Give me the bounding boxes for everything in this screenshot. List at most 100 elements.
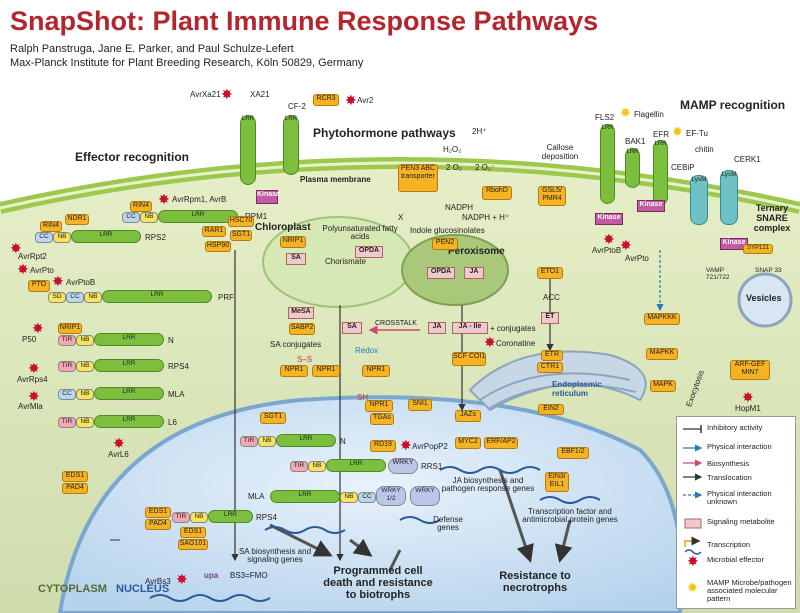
- rps4-nb: NB: [76, 361, 94, 372]
- box-ja-per: JA: [464, 267, 484, 279]
- box-jaile: JA - Ile: [452, 322, 488, 334]
- mamp-star: ✹: [620, 105, 631, 120]
- box-mapkk: MAPKK: [646, 348, 678, 360]
- label-ternary: Ternary SNARE complex: [753, 203, 791, 233]
- box-etr: ETR: [541, 350, 563, 361]
- label-chitin: chitin: [695, 145, 714, 154]
- effector-star: ✸: [10, 240, 22, 256]
- label-mla: MLA: [168, 390, 185, 399]
- cf2-lrr: LRR: [283, 115, 299, 175]
- label-upa: upa: [204, 571, 219, 580]
- section-phytohormone: Phytohormone pathways: [313, 126, 456, 140]
- label-efr: EFR: [653, 130, 669, 139]
- label-avrmla: AvrMla: [18, 402, 43, 411]
- efr-kinase: Kinase: [637, 200, 665, 212]
- label-vamp: VAMP 721/722: [706, 267, 730, 281]
- label-nadph: NADPH: [445, 203, 474, 212]
- fls2-kinase: Kinase: [595, 213, 623, 225]
- peroxisome: [401, 234, 509, 306]
- rps2-nb: NB: [53, 232, 71, 243]
- label-avrl6: AvrL6: [108, 450, 129, 459]
- label-avrrpt2: AvrRpt2: [18, 252, 47, 261]
- label-cebip: CEBiP: [671, 163, 695, 172]
- label-chloroplast: Chloroplast: [255, 222, 311, 233]
- label-x: X: [398, 213, 404, 222]
- label-xa21: XA21: [250, 90, 270, 99]
- rps4-nuc-lrr: LRR: [208, 510, 253, 523]
- legend-inhibitory: Inhibitory activity: [707, 423, 763, 432]
- prf-sd: SD: [48, 292, 66, 303]
- box-sni1: SNI1: [408, 399, 432, 411]
- effector-star: ✸: [484, 334, 496, 350]
- mla-nuc-lrr: LRR: [270, 490, 340, 503]
- box-sag101: SAG101: [178, 539, 208, 550]
- box-tgas: TGAs: [370, 413, 394, 425]
- label-mla-nuc: MLA: [248, 492, 265, 501]
- label-rps2: RPS2: [145, 233, 166, 242]
- label-p50: P50: [22, 335, 37, 344]
- label-nuc-n: N: [340, 437, 346, 446]
- efr-lrr: LRR: [653, 140, 668, 205]
- rrs1-wrky: WRKY: [388, 458, 418, 474]
- label-coi1: COI1: [468, 353, 486, 360]
- box-syp121: SYP121: [743, 244, 773, 254]
- nuc-n-nb: NB: [258, 436, 276, 447]
- legend-transcription: Transcription: [707, 540, 751, 549]
- label-nucleus: NUCLEUS: [116, 583, 170, 595]
- section-effector-recognition: Effector recognition: [75, 150, 190, 164]
- box-pad4-cyt: PAD4: [62, 483, 88, 494]
- mla-lrr: LRR: [94, 387, 164, 400]
- mla-nuc-nb: NB: [340, 492, 358, 503]
- label-avrxa21: AvrXa21: [190, 90, 221, 99]
- legend-symbols: [683, 425, 703, 555]
- legend-unknown: Physical interaction unknown: [707, 489, 772, 506]
- label-rps4: RPS4: [168, 362, 189, 371]
- label-eftu: EF-Tu: [686, 129, 708, 138]
- affiliation: Max-Planck Institute for Plant Breeding …: [10, 57, 364, 69]
- label-plasma-membrane: Plasma membrane: [300, 175, 371, 184]
- prf-lrr: LRR: [102, 290, 212, 303]
- box-hsp90: HSP90: [205, 241, 231, 252]
- label-fls2: FLS2: [595, 113, 615, 122]
- legend-biosynthesis: Biosynthesis: [707, 459, 750, 468]
- l6-lrr: LRR: [94, 415, 164, 428]
- box-scf-coi1: SCF COI1: [452, 352, 486, 366]
- section-mamp: MAMP recognition: [680, 98, 786, 112]
- box-ndr1: NDR1: [65, 214, 89, 225]
- box-eto1: ETO1: [537, 267, 563, 279]
- legend-mamp: MAMP Microbe/pathogen associated molecul…: [707, 578, 792, 603]
- label-redox: Redox: [355, 346, 379, 355]
- box-nrip1: NRIP1: [58, 323, 82, 334]
- box-sa-chl: SA: [286, 253, 306, 265]
- box-sgt1-nuc: SGT1: [260, 412, 286, 424]
- box-sgt1: SGT1: [230, 230, 252, 241]
- rpm1-cc: CC: [122, 212, 140, 223]
- box-pen3: PEN3 ABC transporter: [398, 164, 438, 192]
- cerk1-lysm: LysM: [720, 170, 738, 225]
- xa21-kinase: Kinase: [256, 190, 280, 204]
- box-ein3: EIN3/ EIL1: [545, 472, 569, 492]
- rps4-tir: TIR: [58, 361, 76, 372]
- rps2-cc: CC: [35, 232, 53, 243]
- legend-metabolite: Signaling metabolite: [707, 517, 775, 526]
- label-jagenes: JA biosynthesis and pathogen response ge…: [441, 476, 535, 493]
- rrs1-nb: NB: [308, 461, 326, 472]
- box-pad4-nuc: PAD4: [145, 519, 171, 530]
- label-scf: SCF: [453, 353, 467, 360]
- rps4-nuc-tir: TIR: [172, 512, 190, 523]
- box-arfgef: ARF-GEF MIN7: [730, 360, 770, 380]
- wrky12: WRKY 1/2: [376, 486, 406, 506]
- legend-effector-star: ✸: [687, 553, 699, 569]
- cebip-lysm: LysM: [690, 175, 708, 225]
- label-saconj: SA conjugates: [270, 340, 322, 349]
- label-nadph2: NADPH + H⁺: [462, 213, 510, 222]
- box-gsl5: GSL5/ PMR4: [538, 186, 566, 206]
- label-indole: Indole glucosinolates: [410, 226, 485, 235]
- box-opda-per: OPDA: [427, 267, 455, 279]
- rrs1-tir: TIR: [290, 461, 308, 472]
- box-et: ET: [541, 312, 559, 324]
- box-ebf: EBF1/2: [557, 447, 589, 459]
- authors: Ralph Panstruga, Jane E. Parker, and Pau…: [10, 43, 294, 55]
- label-2o2: 2 O₂: [446, 163, 462, 172]
- box-pen2: PEN2: [432, 238, 458, 250]
